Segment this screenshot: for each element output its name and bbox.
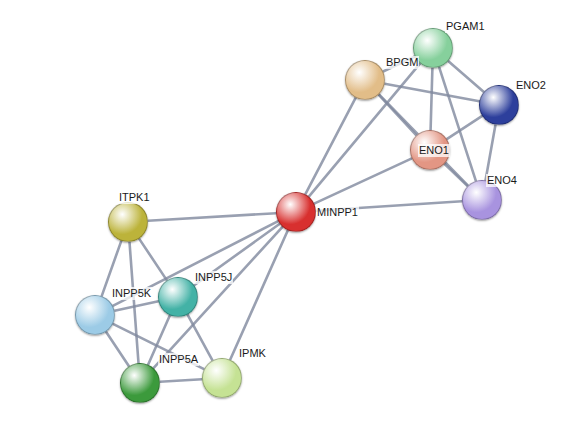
protein-label: MINPP1 [316, 206, 359, 219]
protein-label: INPP5K [111, 287, 152, 300]
interaction-edge [314, 158, 412, 203]
protein-label: BPGM [385, 56, 419, 69]
interaction-edge [444, 164, 467, 186]
interaction-edge [153, 227, 282, 368]
protein-node [120, 363, 160, 403]
protein-label: PGAM1 [445, 20, 486, 33]
interaction-edge [447, 116, 482, 139]
interaction-edge [106, 332, 129, 367]
protein-label: ENO4 [486, 174, 518, 187]
interaction-edge [230, 230, 288, 359]
protein-node [75, 295, 115, 335]
protein-label: ENO2 [515, 79, 547, 92]
protein-label: ITPK1 [118, 191, 151, 204]
interaction-edge [115, 301, 159, 311]
protein-label: INPP5A [158, 353, 199, 366]
interaction-edge [486, 125, 496, 181]
interaction-edge [148, 213, 276, 221]
interaction-edge [139, 239, 167, 281]
protein-node [202, 358, 242, 398]
protein-node [276, 192, 316, 232]
interaction-edge [379, 94, 468, 185]
protein-node [108, 202, 148, 242]
protein-label: ENO1 [418, 144, 450, 157]
interaction-edge [431, 68, 433, 130]
protein-node [158, 277, 198, 317]
protein-node [479, 85, 519, 125]
interaction-edge [129, 242, 138, 363]
interaction-edge [385, 84, 480, 102]
interaction-edge [448, 61, 484, 92]
interaction-edge [305, 98, 355, 195]
interaction-edge [160, 379, 202, 382]
protein-node [345, 60, 385, 100]
protein-label: INPP5J [194, 271, 233, 284]
protein-label: IPMK [238, 347, 267, 360]
